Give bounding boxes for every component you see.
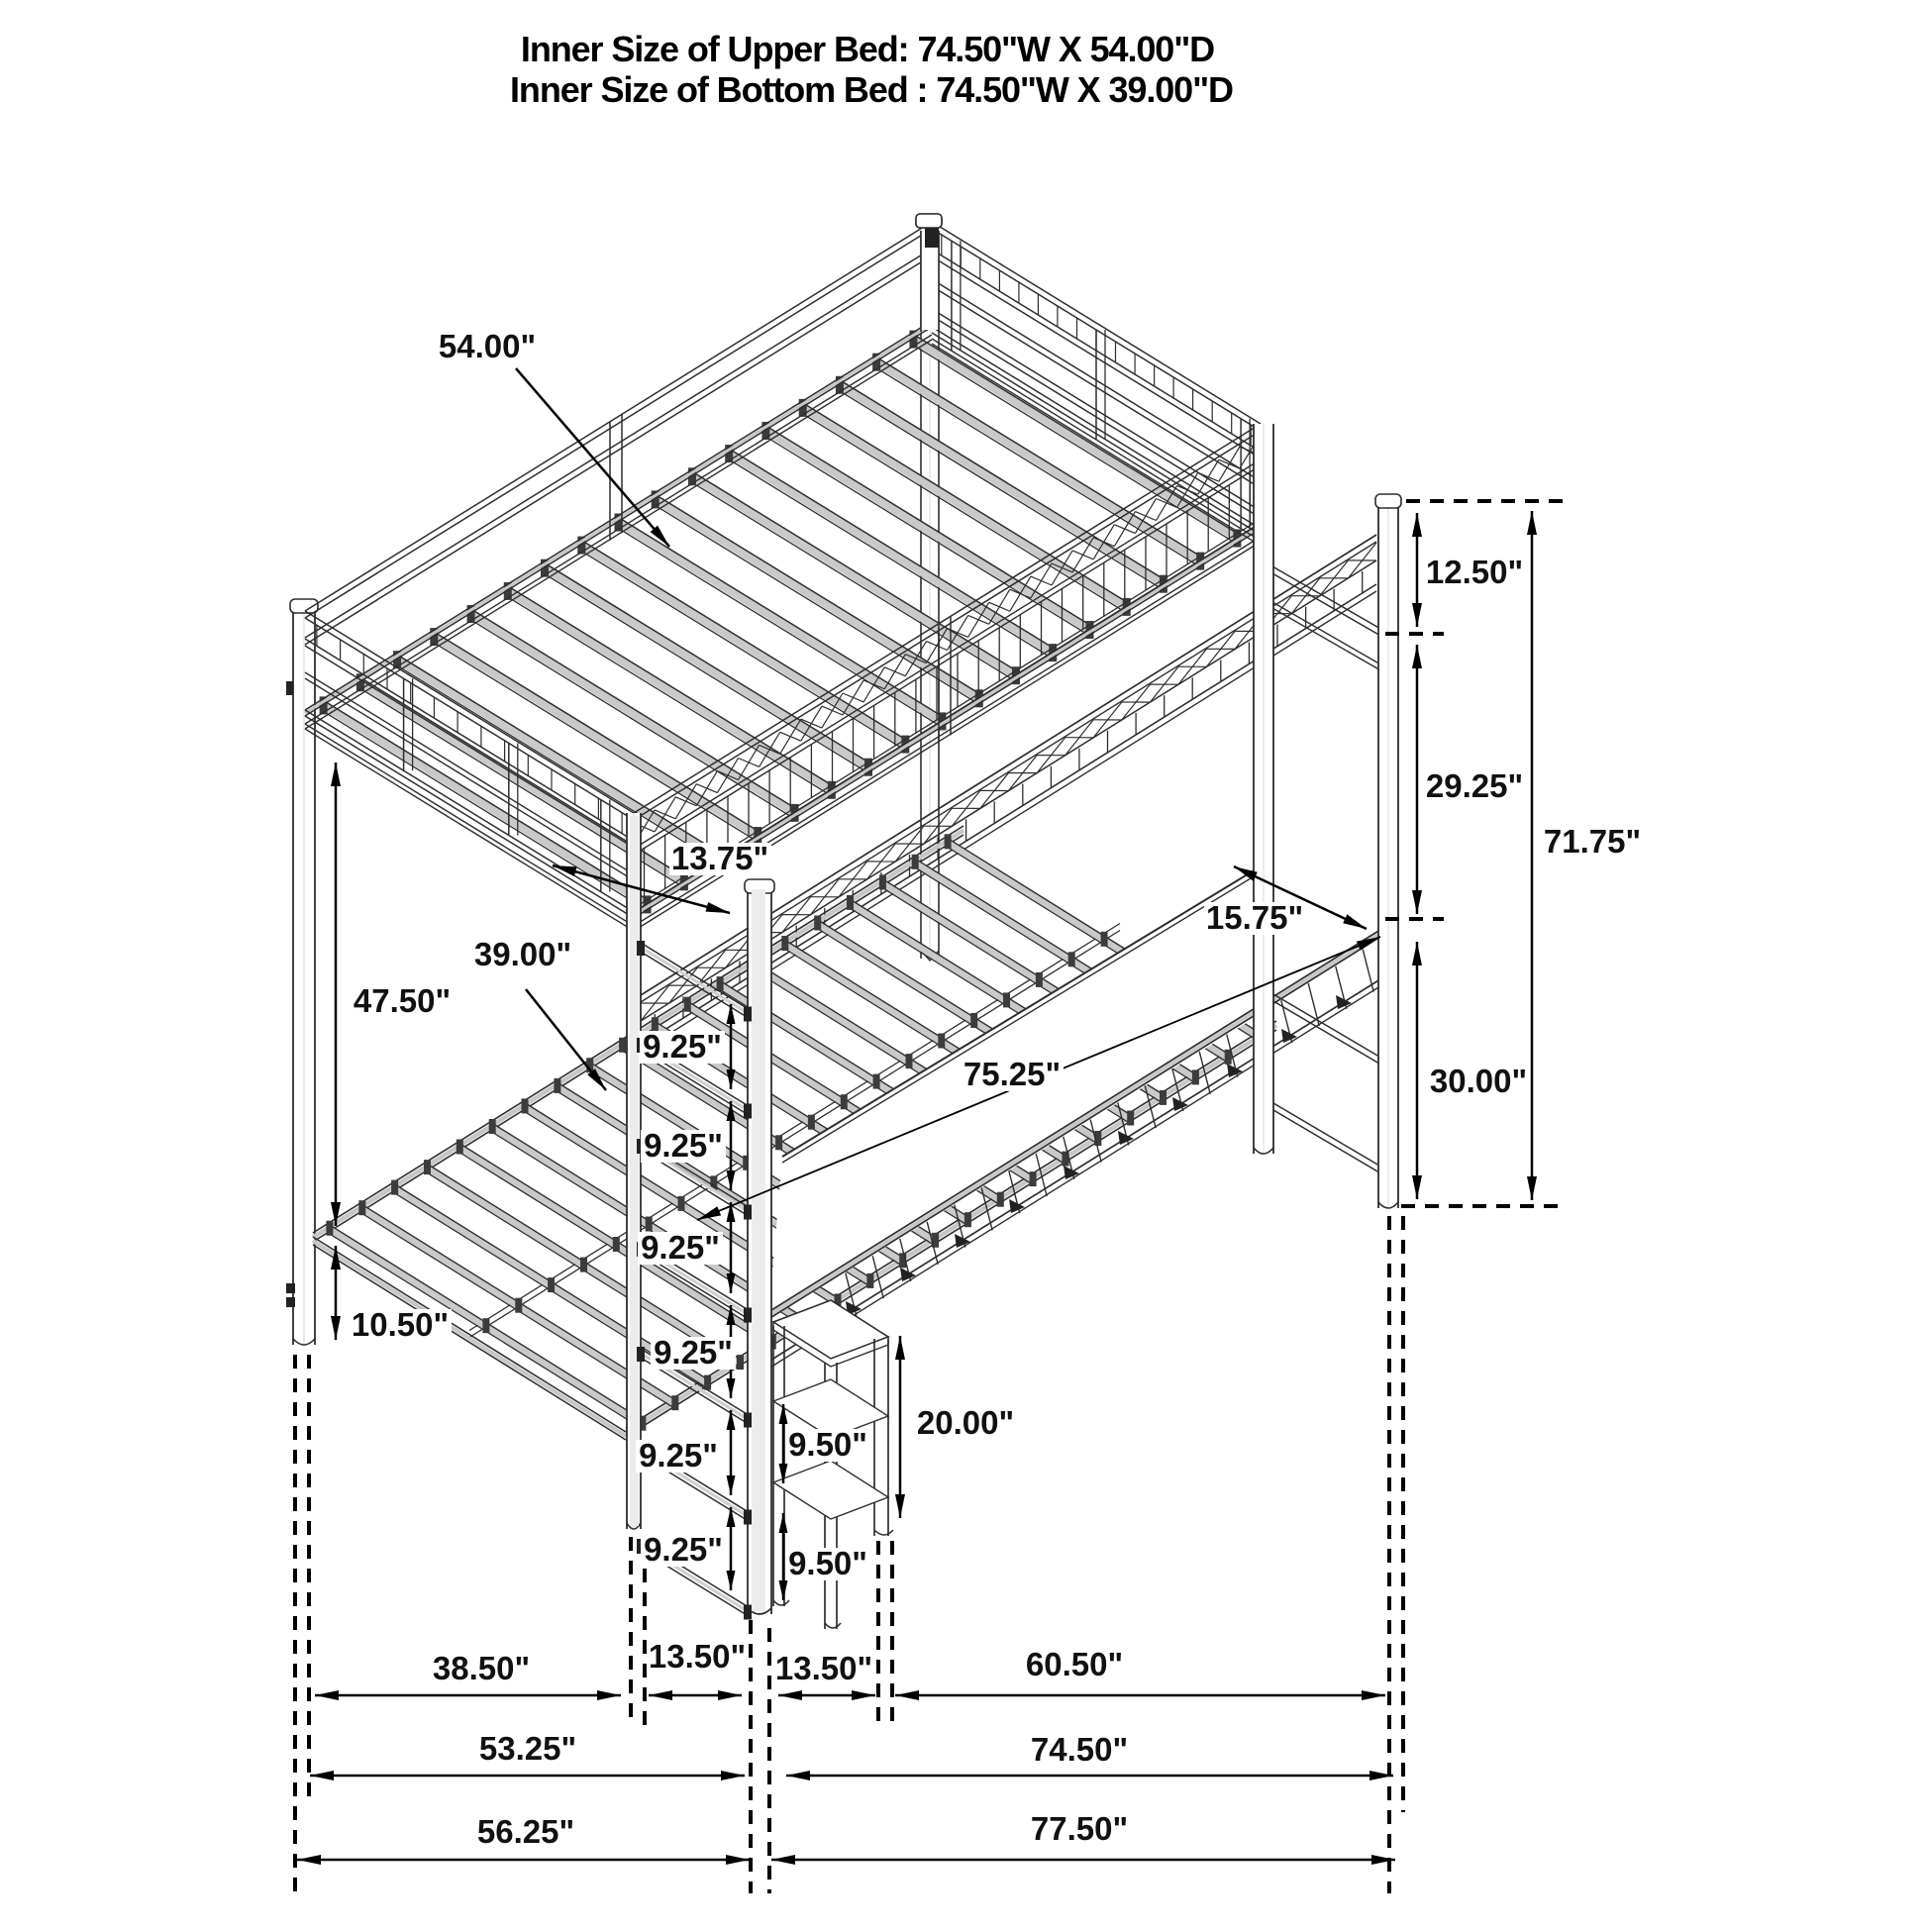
svg-text:30.00": 30.00" xyxy=(1430,1063,1527,1099)
svg-text:13.75": 13.75" xyxy=(671,840,768,876)
svg-text:53.25": 53.25" xyxy=(479,1730,576,1767)
svg-text:13.50": 13.50" xyxy=(649,1638,746,1675)
svg-text:77.50": 77.50" xyxy=(1031,1810,1128,1847)
svg-text:47.50": 47.50" xyxy=(354,982,451,1019)
svg-text:9.25": 9.25" xyxy=(641,1229,720,1266)
svg-text:13.50": 13.50" xyxy=(775,1650,872,1686)
svg-text:56.25": 56.25" xyxy=(477,1813,574,1850)
svg-text:54.00": 54.00" xyxy=(439,328,536,364)
svg-text:20.00": 20.00" xyxy=(917,1404,1014,1441)
svg-text:9.25": 9.25" xyxy=(643,1028,722,1065)
svg-text:74.50": 74.50" xyxy=(1031,1731,1128,1768)
svg-text:15.75": 15.75" xyxy=(1206,899,1303,936)
svg-text:38.50": 38.50" xyxy=(433,1650,530,1686)
svg-text:29.25": 29.25" xyxy=(1426,767,1523,804)
svg-text:12.50": 12.50" xyxy=(1426,554,1523,590)
svg-text:9.25": 9.25" xyxy=(644,1531,723,1568)
svg-text:10.50": 10.50" xyxy=(352,1306,449,1343)
svg-text:60.50": 60.50" xyxy=(1026,1646,1123,1682)
svg-text:75.25": 75.25" xyxy=(964,1056,1061,1092)
svg-text:9.25": 9.25" xyxy=(639,1437,718,1474)
svg-text:9.50": 9.50" xyxy=(788,1426,867,1463)
svg-text:Inner Size of Upper Bed: 74.50: Inner Size of Upper Bed: 74.50"W X 54.00… xyxy=(521,29,1214,69)
svg-text:9.25": 9.25" xyxy=(654,1334,733,1371)
svg-text:9.25": 9.25" xyxy=(644,1127,723,1164)
svg-text:39.00": 39.00" xyxy=(474,936,571,972)
svg-text:71.75": 71.75" xyxy=(1544,823,1641,860)
svg-text:Inner Size of Bottom Bed : 74.: Inner Size of Bottom Bed : 74.50"W X 39.… xyxy=(510,69,1233,110)
svg-text:9.50": 9.50" xyxy=(788,1545,867,1581)
